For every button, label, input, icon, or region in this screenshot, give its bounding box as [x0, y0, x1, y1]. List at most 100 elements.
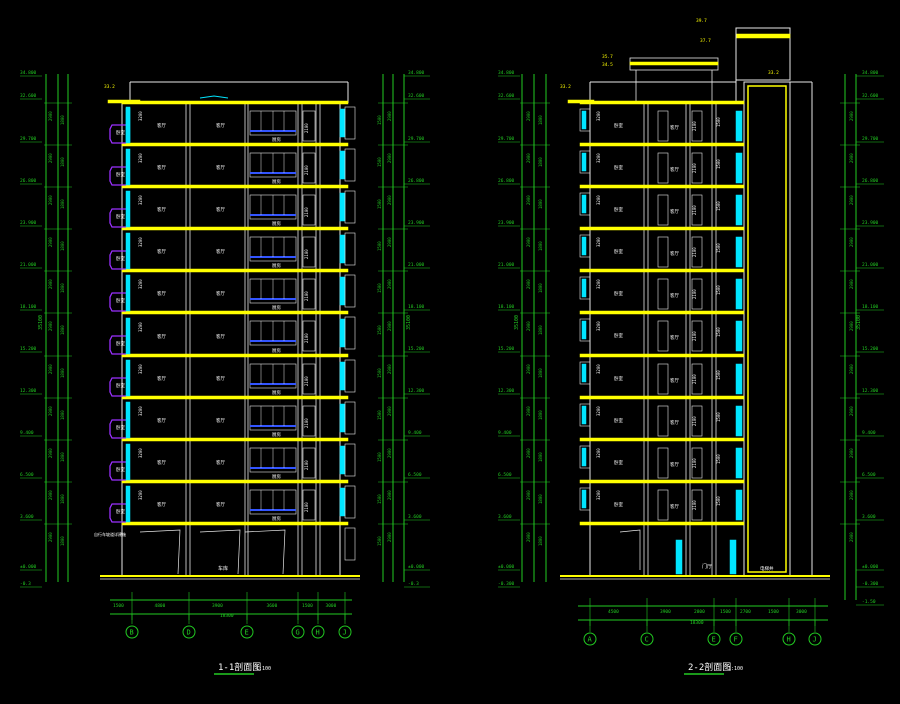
floor-slab	[121, 268, 349, 273]
left-elevation-label: 32.600	[20, 93, 37, 99]
roof-slab-cantilever	[107, 99, 141, 104]
left-floor-dim: 2900	[526, 406, 531, 416]
balcony-railing	[109, 208, 126, 228]
axis-label: D	[187, 629, 191, 637]
left-elevation-label: 12.300	[498, 388, 515, 394]
room-label-living: 客厅	[670, 292, 679, 299]
door-frame	[302, 363, 316, 395]
room-label-living-2: 客厅	[216, 417, 225, 424]
balcony-glass	[125, 401, 131, 439]
right-floor-dim: 2900	[387, 448, 392, 458]
axis-bubble	[782, 632, 796, 646]
left-window-dim: 1800	[538, 283, 543, 293]
right-floor-dim: 2900	[849, 279, 854, 289]
left-floor-dim: 2900	[526, 279, 531, 289]
door-frame-2	[691, 489, 703, 521]
room-label-living-2: 客厅	[216, 248, 225, 255]
right-floor-dim: 2900	[387, 321, 392, 331]
right-floor-dim: 2900	[849, 153, 854, 163]
door-frame	[657, 320, 669, 352]
left-window-dim: 1800	[60, 452, 65, 462]
right-elevation-label: 21.000	[408, 262, 425, 268]
bottom-dim-label: 1500	[302, 603, 313, 609]
floor-slab	[579, 142, 745, 147]
right-floor-dim: 2900	[387, 406, 392, 416]
lobby-glass-left	[675, 539, 683, 575]
right-elevation-label: 26.800	[408, 178, 425, 184]
room-label-living-2: 客厅	[216, 333, 225, 340]
left-floor-dim: 2900	[48, 490, 53, 500]
right-window-dim: 1500	[377, 283, 382, 293]
room-label-kitchen: 厨房	[272, 304, 281, 311]
parapet-elevation: 33.2	[104, 84, 115, 90]
room-label-living: 客厅	[157, 248, 166, 255]
right-glass-panel	[339, 192, 346, 222]
right-floor-dim: 2900	[849, 111, 854, 121]
top-elevation-label: 34.5	[602, 62, 613, 68]
floor-slab	[121, 100, 349, 105]
axis-bubble	[182, 625, 196, 639]
room-height-dim: 3200	[138, 111, 143, 121]
door-frame-2	[691, 110, 703, 142]
bottom-dim-label: 3600	[267, 603, 278, 609]
balcony-glass	[125, 359, 131, 397]
room-label-kitchen: 厨房	[272, 178, 281, 185]
ground-floor-label: 车库	[218, 565, 228, 572]
room-label-living: 客厅	[157, 206, 166, 213]
left-elevation-label: 34.800	[498, 70, 515, 76]
left-window-frame	[579, 192, 591, 216]
section-2-title: 2-2剖面图	[688, 661, 731, 673]
door-height-dim: 2100	[692, 163, 697, 173]
door-height-dim: 2100	[304, 502, 309, 512]
balcony-railing	[109, 166, 126, 186]
room-label-living-2: 客厅	[216, 122, 225, 129]
floor-slab	[579, 437, 745, 442]
left-floor-dim: 2900	[48, 153, 53, 163]
door-frame	[302, 278, 316, 310]
axis-label: A	[588, 636, 593, 644]
section-1-title: 1-1剖面图	[218, 661, 261, 673]
door-frame-2	[691, 363, 703, 395]
left-glass	[581, 152, 587, 172]
room-label-living: 客厅	[670, 419, 679, 426]
left-elevation-label: 9.400	[20, 430, 34, 436]
balcony-railing	[109, 250, 126, 270]
left-window-dim: 1800	[538, 157, 543, 167]
left-floor-dim: 2900	[526, 195, 531, 205]
left-elevation-label: 18.100	[20, 304, 37, 310]
balcony-railing	[109, 503, 126, 523]
room-label-living: 客厅	[670, 461, 679, 468]
right-elevation-label: -0.3	[408, 581, 419, 587]
left-elevation-label: 15.200	[498, 346, 515, 352]
room-label-kitchen: 厨房	[272, 262, 281, 269]
corridor-glass	[735, 194, 743, 226]
right-elevation-label: 9.400	[408, 430, 422, 436]
right-elevation-label: 29.700	[862, 136, 879, 142]
right-window-dim: 1500	[377, 157, 382, 167]
right-floor-dim: 2900	[849, 321, 854, 331]
floor-slab	[121, 479, 349, 484]
left-glass	[581, 320, 587, 340]
right-elevation-label: 12.300	[408, 388, 425, 394]
right-glass-panel	[339, 445, 346, 475]
corridor-window-dim: 1500	[716, 412, 721, 422]
right-elevation-label: 34.800	[862, 70, 879, 76]
left-elevation-label: 26.800	[20, 178, 37, 184]
left-elevation-label: -0.300	[498, 581, 515, 587]
right-window-dim: 1500	[377, 536, 382, 546]
door-frame	[657, 152, 669, 184]
left-floor-dim: 2900	[526, 532, 531, 542]
door-frame-2	[691, 236, 703, 268]
room-label-living: 客厅	[157, 417, 166, 424]
door-height-dim: 2100	[692, 289, 697, 299]
room-height-dim: 3200	[596, 364, 601, 374]
right-glass-panel	[339, 318, 346, 348]
door-height-dim: 2100	[304, 376, 309, 386]
left-elevation-label: 26.800	[498, 178, 515, 184]
door-frame	[302, 194, 316, 226]
floor-slab	[579, 395, 745, 400]
left-glass	[581, 194, 587, 214]
right-window-dim: 1500	[377, 368, 382, 378]
left-window-frame	[579, 150, 591, 174]
